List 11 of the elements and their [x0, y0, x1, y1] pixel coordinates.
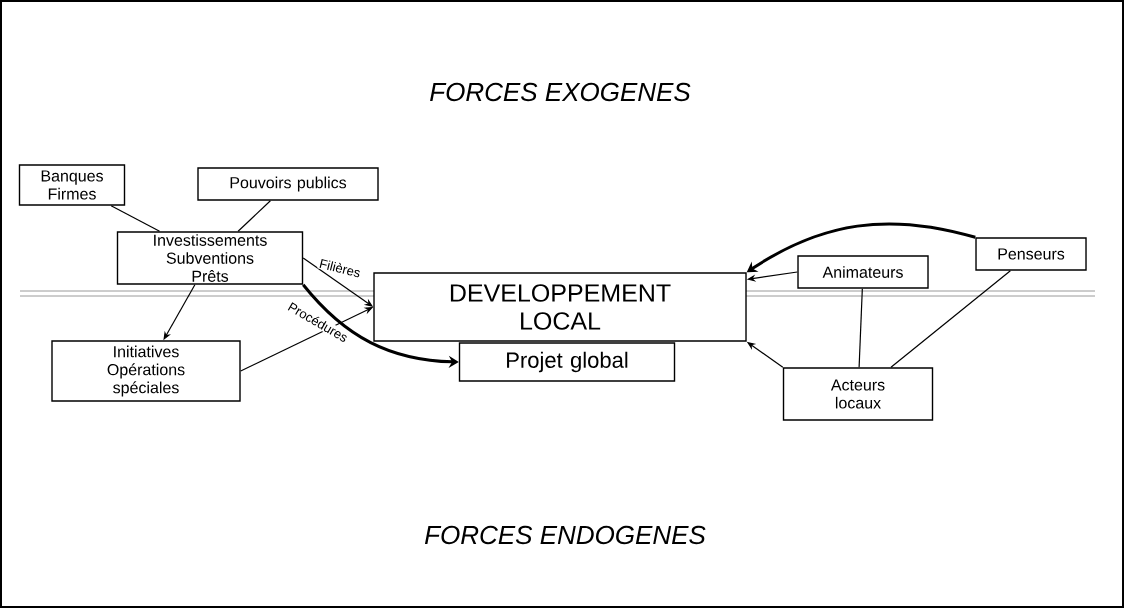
text-box: Investissements Subventions Prêts	[116, 231, 304, 285]
text-box: Acteurs locaux	[782, 367, 934, 421]
text-box: Projet global	[458, 342, 676, 382]
edge-label: Filières	[317, 257, 363, 279]
text-box: Initiatives Opérations spéciales	[51, 340, 241, 402]
heading-text: FORCES EXOGENES	[430, 82, 691, 102]
text-box: Animateurs	[797, 255, 929, 289]
text-box: Penseurs	[975, 237, 1087, 271]
text-box: Banques Firmes	[18, 164, 126, 206]
text-box: Pouvoirs publics	[197, 167, 379, 201]
heading-text: FORCES ENDOGENES	[424, 525, 706, 545]
